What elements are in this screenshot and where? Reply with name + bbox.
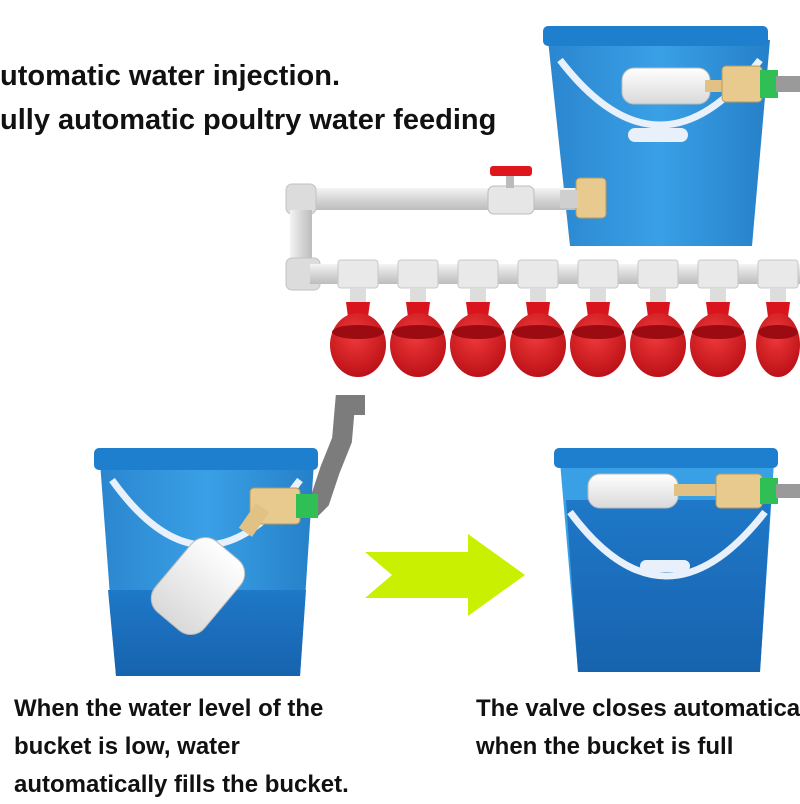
full-level-bucket-icon xyxy=(554,448,800,672)
poultry-drinker-cup-icon xyxy=(690,288,746,377)
full-level-caption-line: when the bucket is full xyxy=(476,733,734,760)
poultry-drinker-cup-icon xyxy=(450,288,506,377)
pipe-tees xyxy=(337,259,799,289)
poultry-drinker-cup-icon xyxy=(390,288,446,377)
low-float-valve-icon xyxy=(150,487,318,635)
low-level-caption-line: When the water level of the xyxy=(14,695,324,722)
poultry-drinker-cups xyxy=(330,288,800,377)
headline-line-1: utomatic water injection. xyxy=(0,60,340,92)
low-level-caption-line: bucket is low, water xyxy=(14,733,240,760)
poultry-drinker-cup-icon xyxy=(510,288,566,377)
ball-valve-icon xyxy=(487,166,535,215)
full-level-caption-line: The valve closes automatica xyxy=(476,695,800,722)
poultry-drinker-cup-icon xyxy=(630,288,686,377)
low-level-bucket-icon xyxy=(94,395,365,676)
poultry-drinker-cup-icon xyxy=(756,288,800,377)
poultry-drinker-cup-icon xyxy=(570,288,626,377)
full-float-valve-icon xyxy=(587,473,800,509)
low-level-caption-line: automatically fills the bucket. xyxy=(14,771,349,798)
direction-arrow-icon xyxy=(365,534,525,616)
headline-line-2: ully automatic poultry water feeding xyxy=(0,104,497,136)
poultry-drinker-cup-icon xyxy=(330,288,386,377)
top-float-valve-icon xyxy=(621,65,800,105)
